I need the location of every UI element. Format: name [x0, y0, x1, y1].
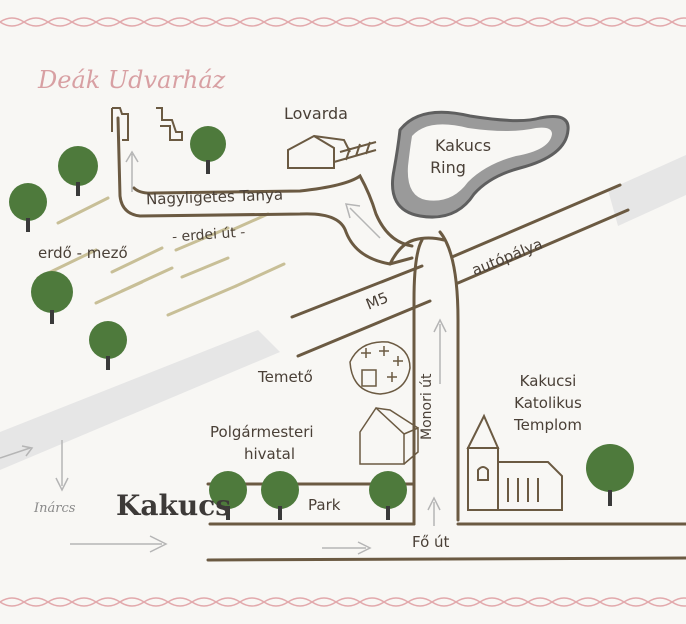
- bottom-border-ornament: [0, 597, 686, 607]
- label-templom-2: Katolikus: [514, 394, 582, 412]
- highway-lines: [290, 183, 630, 358]
- label-kakucs: Kakucs: [116, 489, 232, 522]
- tree-icon: [58, 146, 98, 196]
- field-stripes: [36, 196, 286, 317]
- direction-arrows: [0, 150, 447, 555]
- label-inarcs: Inárcs: [34, 501, 76, 516]
- nagyligetes-road: [116, 116, 414, 266]
- kakucs-ring-icon: [391, 110, 570, 219]
- label-kakucs-ring-1: Kakucs: [434, 136, 492, 155]
- top-border-ornament: [0, 17, 686, 27]
- tree-icon: [261, 471, 299, 520]
- tree-icon: [209, 471, 247, 520]
- tree-icons: [9, 126, 634, 520]
- cemetery-icon: [349, 341, 411, 395]
- label-lovarda: Lovarda: [284, 104, 348, 123]
- label-templom-3: Templom: [514, 416, 582, 434]
- lovarda-building-icon: [287, 134, 377, 169]
- highway-band-upper: [608, 155, 686, 226]
- label-polgarmesteri: Polgármesteri: [210, 423, 314, 441]
- label-templom-1: Kakucsi: [519, 372, 577, 390]
- town-hall-icon: [359, 406, 419, 465]
- tree-icon: [9, 183, 47, 232]
- highway-band-lower: [0, 330, 280, 470]
- label-hivatal: hivatal: [244, 445, 295, 463]
- tree-icon: [31, 271, 73, 324]
- map-title: Deák Udvarház: [38, 66, 226, 94]
- tree-icon: [190, 126, 226, 174]
- gate-ruins-icon: [111, 107, 183, 141]
- label-park: Park: [308, 496, 341, 514]
- monori-road: [206, 230, 686, 562]
- label-erdo-mezo: erdő - mező: [38, 244, 128, 262]
- label-fo-ut: Fő út: [412, 533, 450, 551]
- label-kakucs-ring-2: Ring: [430, 158, 466, 177]
- tree-icon: [89, 321, 127, 370]
- tree-icon: [586, 444, 634, 506]
- tree-icon: [369, 471, 407, 520]
- church-icon: [466, 413, 563, 511]
- label-temeto: Temető: [258, 368, 313, 386]
- label-monori-ut: Monori út: [419, 373, 435, 440]
